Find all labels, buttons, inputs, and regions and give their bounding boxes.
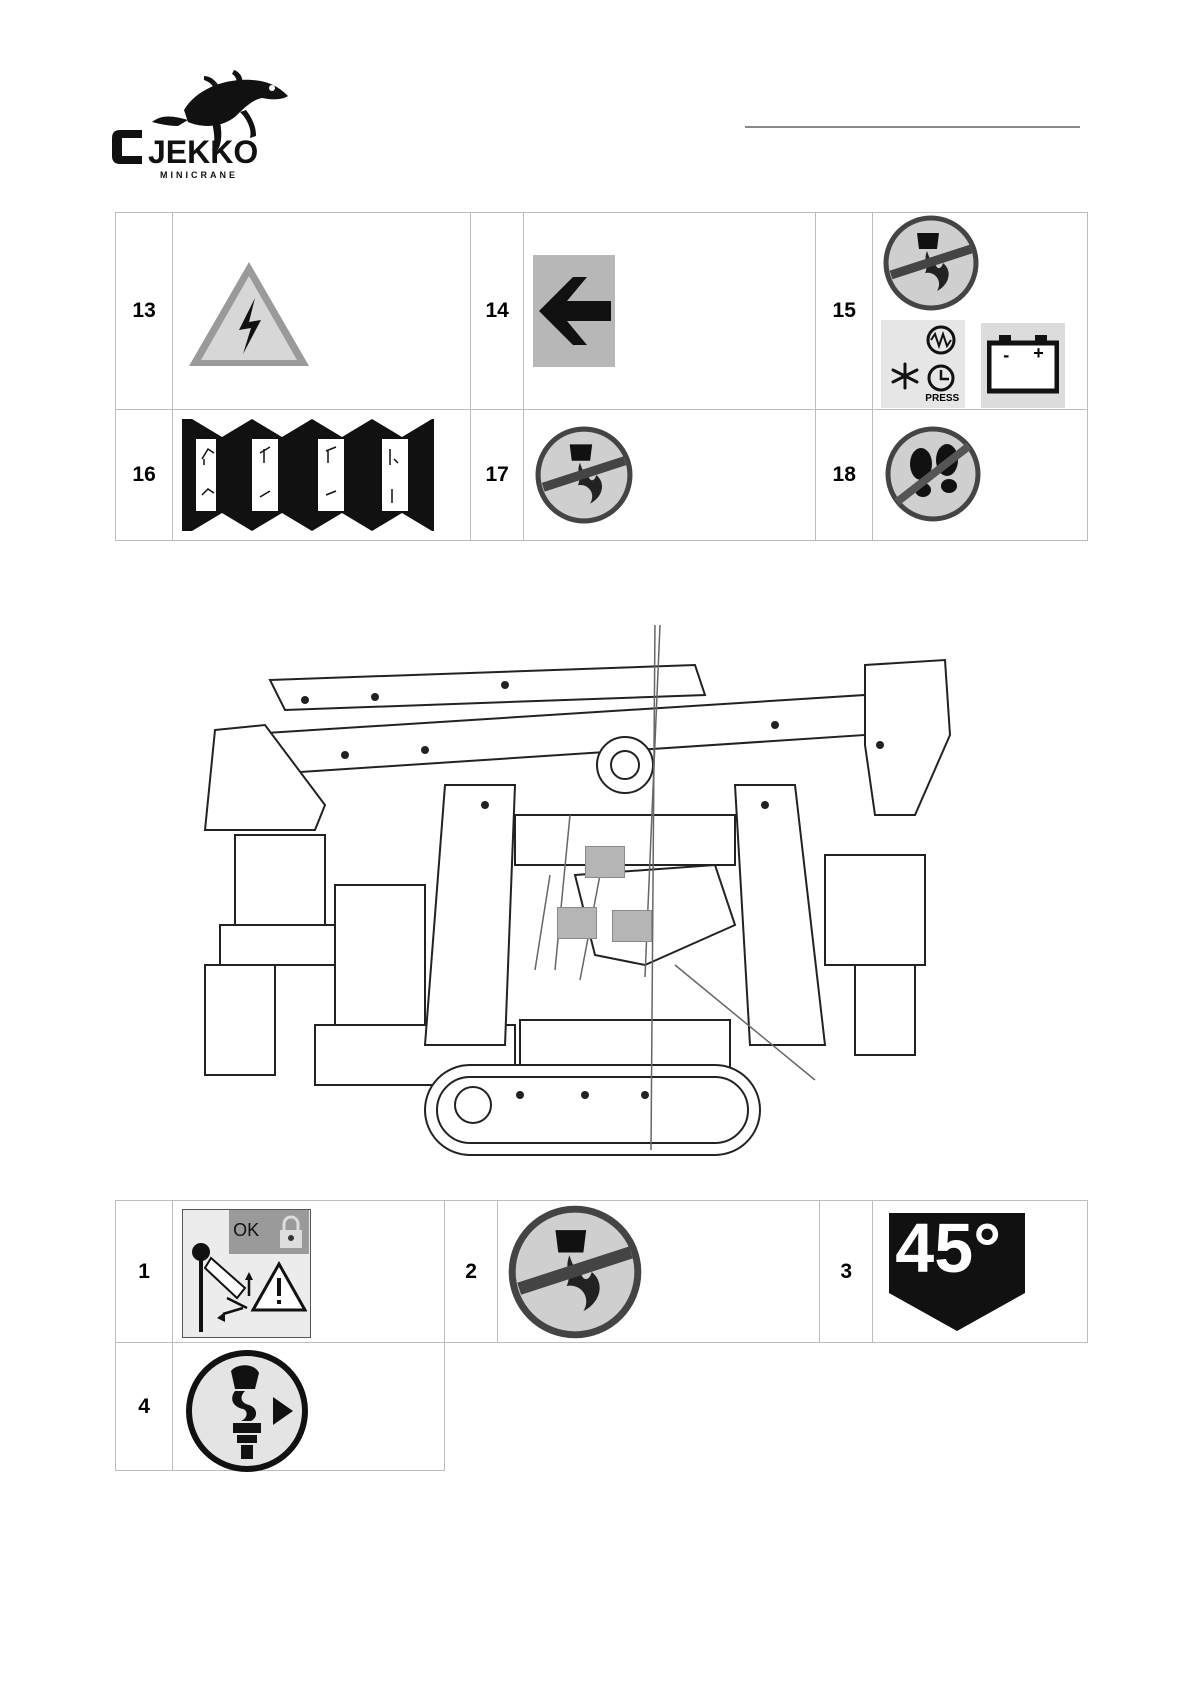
no-fuel-no-fire-icon — [508, 1205, 642, 1339]
fuel-filler-icon — [185, 1349, 309, 1473]
symbols-table-bottom: 1 OK — [115, 1200, 1088, 1471]
symbol-cell — [524, 213, 816, 410]
logo-text: JEKKO — [148, 134, 258, 170]
callout-box-1 — [585, 846, 625, 878]
no-stepping-icon — [885, 426, 981, 522]
preheat-starter-label: PRESS — [881, 320, 965, 408]
battery-icon — [987, 333, 1059, 395]
45-degree-sign: 45° — [887, 1211, 1027, 1333]
symbol-number: 15 — [816, 213, 873, 410]
press-label: PRESS — [925, 393, 959, 404]
symbol-cell — [524, 410, 816, 541]
symbol-number: 14 — [471, 213, 524, 410]
symbol-cell — [873, 410, 1088, 541]
table-row: 16 — [116, 410, 1088, 541]
callout-box-2 — [557, 907, 597, 939]
crane-diagram — [175, 625, 1015, 1170]
symbol-number: 1 — [116, 1201, 173, 1343]
lever-warning-icon — [187, 1238, 307, 1334]
battery-label: - + — [981, 323, 1065, 408]
crane-drawing — [175, 625, 1015, 1170]
callout-box-3 — [612, 910, 652, 942]
symbol-cell — [173, 1343, 445, 1471]
symbol-cell — [173, 213, 471, 410]
logo-subtitle: MINICRANE — [160, 170, 238, 180]
symbol-number: 16 — [116, 410, 173, 541]
ok-lock-warning-label: OK — [182, 1209, 311, 1338]
no-fuel-no-fire-icon — [535, 426, 633, 524]
header-rule — [745, 126, 1080, 128]
no-fuel-no-fire-icon — [883, 215, 979, 311]
crane-operation-strip-icon — [182, 419, 434, 531]
arrow-left-icon — [533, 255, 615, 367]
symbol-number: 4 — [116, 1343, 173, 1471]
table-row: 13 14 15 — [116, 213, 1088, 410]
jekko-logo: JEKKO MINICRANE — [112, 70, 292, 182]
symbol-cell: OK — [173, 1201, 445, 1343]
symbol-number: 13 — [116, 213, 173, 410]
battery-plus: + — [1033, 343, 1044, 364]
electrical-hazard-icon — [185, 258, 313, 370]
symbols-table-top: 13 14 15 — [115, 212, 1088, 541]
symbol-cell — [498, 1201, 820, 1343]
symbol-number: 18 — [816, 410, 873, 541]
symbol-cell: PRESS - + — [873, 213, 1088, 410]
symbol-cell — [173, 410, 471, 541]
symbol-number: 3 — [820, 1201, 873, 1343]
preheat-icons — [883, 324, 963, 394]
symbol-number: 17 — [471, 410, 524, 541]
table-row: 4 — [116, 1343, 1088, 1471]
angle-label: 45° — [895, 1213, 1001, 1283]
empty-cell — [445, 1343, 1088, 1471]
table-row: 1 OK — [116, 1201, 1088, 1343]
symbol-cell: 45° — [873, 1201, 1088, 1343]
battery-minus: - — [1003, 345, 1009, 366]
symbol-number: 2 — [445, 1201, 498, 1343]
